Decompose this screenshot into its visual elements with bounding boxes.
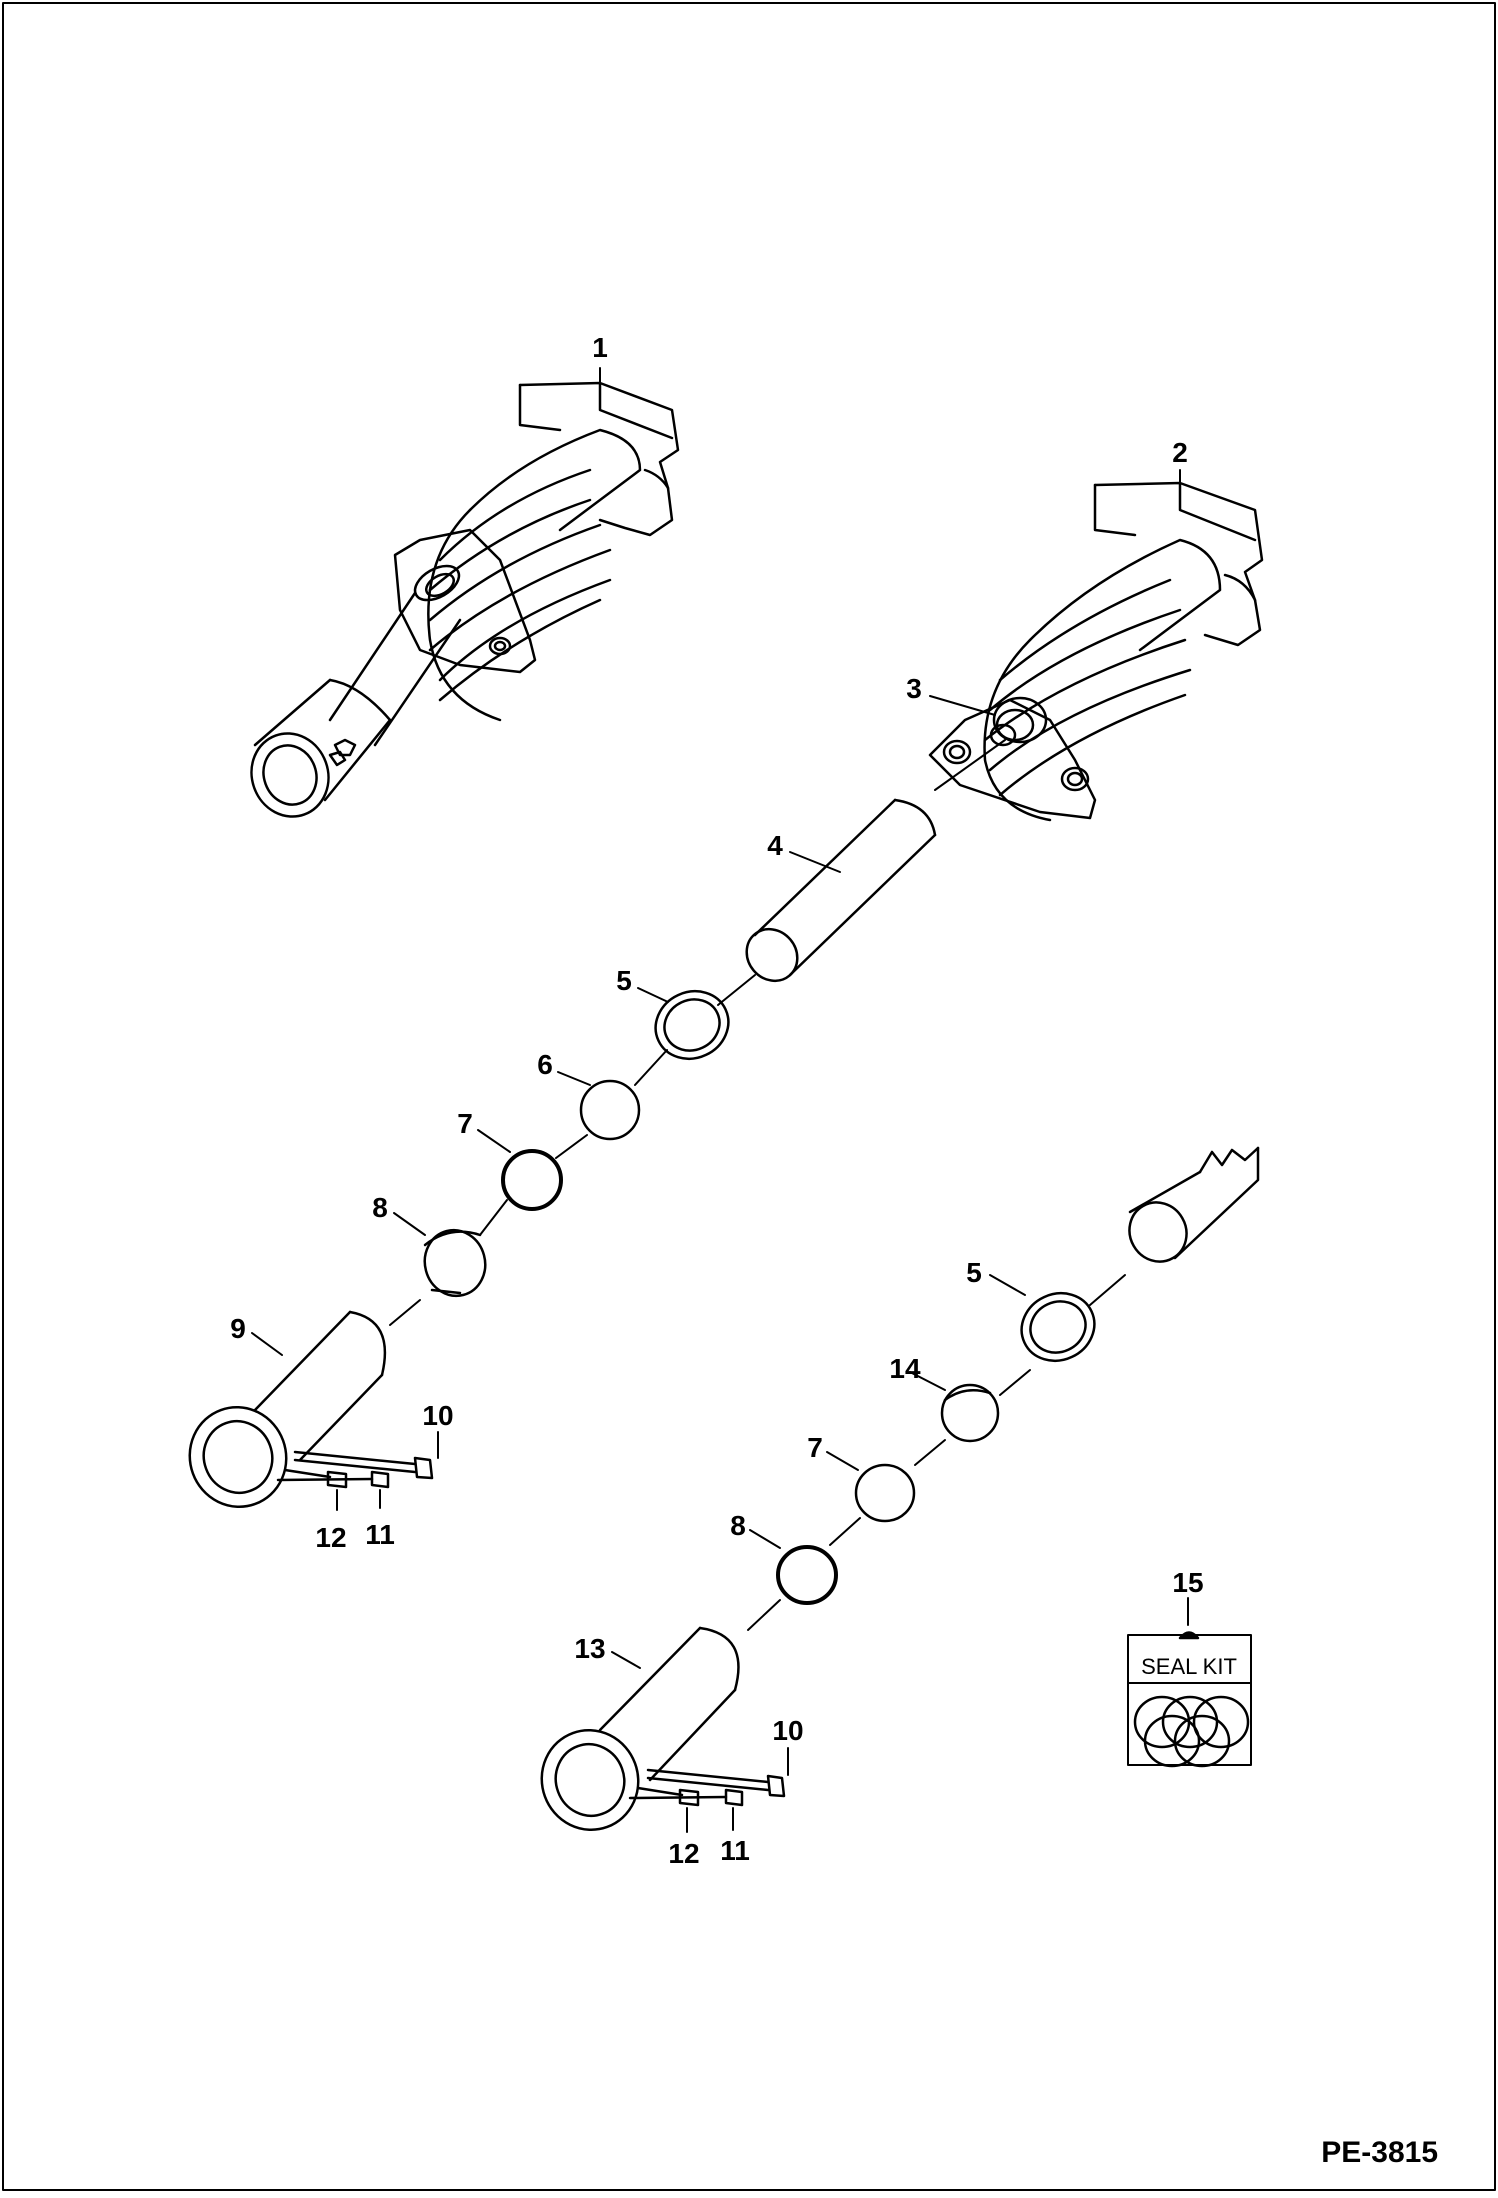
leader-line — [479, 1199, 508, 1236]
leader-line — [747, 1599, 781, 1631]
bushing-part-14 — [940, 1383, 1000, 1443]
cylinder-part-9 — [188, 1310, 387, 1509]
backup-ring-part-7 — [501, 1149, 563, 1211]
callout-9: 9 — [230, 1313, 246, 1344]
callout-2: 2 — [1172, 437, 1188, 468]
leader-line — [934, 739, 1006, 791]
o-ring-part-6 — [579, 1079, 641, 1141]
callout-5: 5 — [616, 965, 632, 996]
callout-3: 3 — [906, 673, 922, 704]
callout-7-b: 7 — [807, 1432, 823, 1463]
leader-line — [829, 1517, 861, 1546]
o-ring-part-8-b — [776, 1545, 838, 1605]
leader-line — [555, 1134, 588, 1159]
seal-ring-part-5-b — [1020, 1292, 1096, 1362]
bolt-assembly-left — [276, 1450, 434, 1489]
callout-12: 12 — [315, 1522, 346, 1553]
callout-10: 10 — [422, 1400, 453, 1431]
broken-rod-end — [1128, 1146, 1260, 1263]
callout-11-b: 11 — [720, 1835, 750, 1866]
seal-kit-label: SEAL KIT — [1141, 1654, 1237, 1679]
callout-15: 15 — [1172, 1567, 1203, 1598]
backup-ring-part-7-b — [854, 1463, 916, 1523]
callout-13: 13 — [574, 1633, 605, 1664]
callout-14: 14 — [889, 1353, 921, 1384]
callout-5-b: 5 — [966, 1257, 982, 1288]
leader-line — [634, 1049, 668, 1086]
leader-line — [389, 1299, 421, 1326]
seal-kit-part-15 — [1127, 1631, 1252, 1768]
leader-line — [914, 1439, 946, 1466]
leader-line — [999, 1369, 1031, 1396]
callout-10-b: 10 — [772, 1715, 803, 1746]
callout-8-b: 8 — [730, 1510, 746, 1541]
callout-labels: 1 2 3 4 5 6 7 8 9 10 11 12 5 14 7 8 13 1… — [230, 332, 1438, 2169]
cylinder-part-13 — [540, 1626, 740, 1832]
rod-part-4 — [745, 798, 937, 983]
callout-1: 1 — [592, 332, 608, 363]
recoil-spring-assembly-2 — [928, 481, 1264, 822]
bushing-part-8 — [423, 1228, 487, 1298]
diagram-code: PE-3815 — [1321, 2136, 1438, 2169]
recoil-spring-assembly-1 — [250, 381, 680, 818]
leader-line — [1089, 1274, 1126, 1306]
callout-11: 11 — [365, 1519, 395, 1550]
callout-12-b: 12 — [668, 1838, 699, 1869]
seal-ring-part-5 — [654, 990, 730, 1060]
leader-line — [717, 974, 756, 1006]
callout-4: 4 — [767, 830, 783, 861]
callout-leaders — [251, 367, 1181, 1669]
callout-8: 8 — [372, 1192, 388, 1223]
callout-7: 7 — [457, 1108, 473, 1139]
callout-6: 6 — [537, 1049, 553, 1080]
bolt-assembly-right — [628, 1768, 786, 1807]
